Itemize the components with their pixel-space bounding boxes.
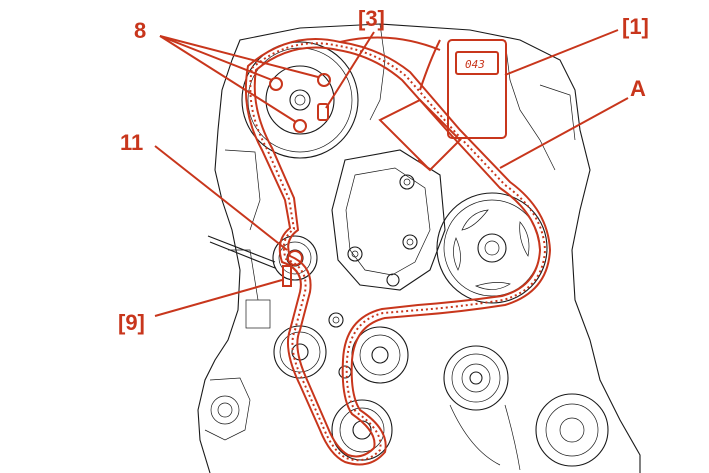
locking-pin bbox=[317, 103, 329, 121]
callout-9: [9] bbox=[118, 310, 145, 335]
auxiliary-pulley bbox=[443, 345, 521, 471]
water-pump-gear bbox=[273, 325, 327, 379]
callout-1: [1] bbox=[622, 14, 649, 39]
injection-pump-sprocket bbox=[436, 192, 548, 304]
tensioner-pin bbox=[282, 250, 303, 287]
meter-display-value: 043 bbox=[465, 58, 485, 71]
engine-block-outline bbox=[197, 23, 641, 473]
crankshaft-sprocket bbox=[331, 399, 393, 461]
camshaft-bolts bbox=[269, 73, 331, 133]
leader-lines bbox=[154, 29, 629, 317]
tensioner-roller bbox=[207, 235, 318, 281]
callout-3: [3] bbox=[358, 6, 385, 31]
belt-tension-meter bbox=[339, 36, 507, 172]
air-conditioning-compressor bbox=[535, 393, 609, 467]
callout-8: 8 bbox=[134, 18, 146, 43]
callout-A: A bbox=[630, 76, 646, 101]
callout-11: 11 bbox=[120, 130, 143, 155]
